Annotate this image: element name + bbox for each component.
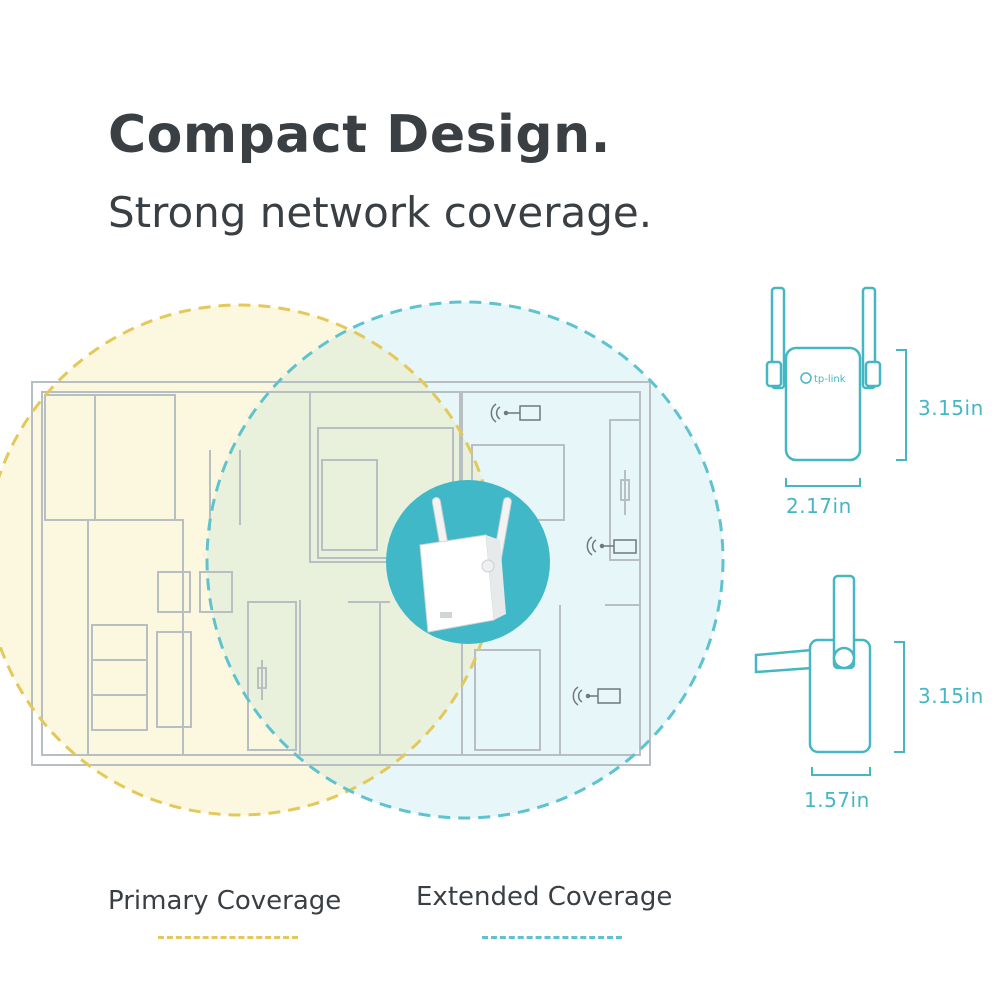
wifi-device-icon (572, 686, 621, 706)
brand-text: tp-link (814, 374, 846, 385)
headline: Compact Design. (108, 105, 611, 165)
extender-badge (386, 480, 550, 644)
legend-primary-line (158, 936, 298, 939)
side-height-label: 3.15in (918, 684, 984, 708)
side-depth-label: 1.57in (804, 788, 870, 812)
extender-front-view (765, 286, 882, 462)
front-height-dimension (896, 349, 907, 461)
legend-extended-label: Extended Coverage (416, 882, 673, 912)
front-width-label: 2.17in (786, 494, 852, 518)
extender-side-view (754, 574, 872, 754)
subheadline: Strong network coverage. (108, 188, 653, 237)
wifi-device-icon (586, 536, 637, 556)
side-height-dimension (894, 641, 905, 753)
front-height-label: 3.15in (918, 396, 984, 420)
floor-plan (31, 381, 651, 766)
wifi-device-icon (490, 403, 541, 423)
legend-primary-label: Primary Coverage (108, 886, 342, 916)
tp-link-logo: tp-link (800, 372, 846, 385)
front-width-dimension (785, 478, 861, 487)
side-depth-dimension (811, 767, 871, 776)
extended-coverage-ring (205, 300, 725, 820)
legend-extended-line (482, 936, 622, 939)
